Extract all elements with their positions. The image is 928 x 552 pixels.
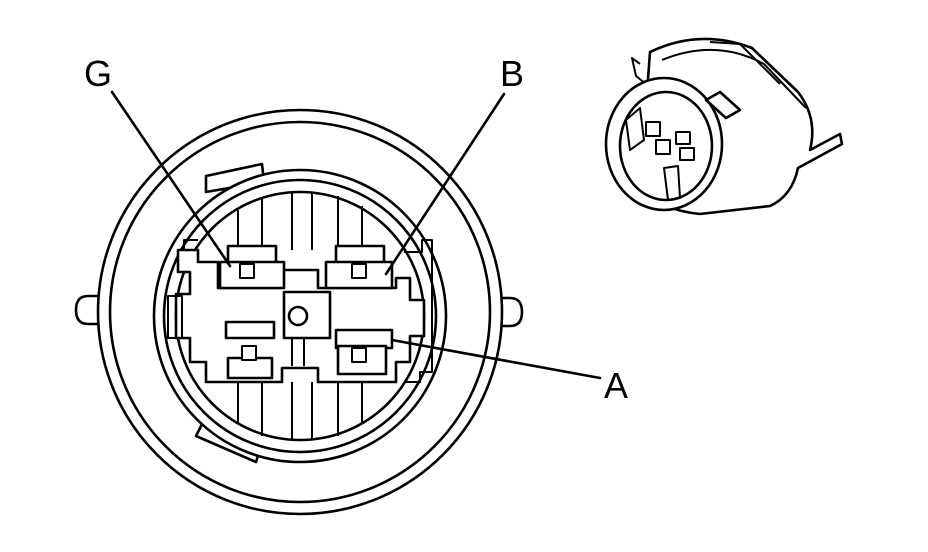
carrier-right-step [404,239,433,383]
connector-front-view [74,108,524,516]
leader-line-a [390,338,602,380]
leader-lines [110,90,602,380]
carrier-left-step [167,239,198,339]
terminal-a [334,328,394,376]
label-g: G [84,53,112,94]
iso-inner-detail [625,107,681,201]
iso-terminal-3 [675,131,691,145]
outer-housing-inner-ring [108,120,492,504]
leader-line-g [110,90,232,268]
leader-line-b [384,92,506,276]
terminal-lower-left [224,320,276,380]
terminal-b [324,244,394,290]
iso-terminal-4 [679,147,695,161]
connector-isometric-view [604,37,844,216]
label-a: A [604,365,628,406]
center-hub-stem [291,338,305,366]
center-hub-hole [287,305,309,327]
terminal-ribs [237,192,363,440]
iso-shell-tab [631,57,647,85]
seal-ring-inner [162,178,438,454]
iso-terminal-2 [655,139,671,155]
iso-front-ring-inner [618,90,714,202]
label-b: B [500,53,524,94]
iso-side-key [704,90,742,120]
iso-shell-ridge [661,41,807,109]
iso-terminal-1 [645,121,661,137]
terminal-g [218,244,286,290]
